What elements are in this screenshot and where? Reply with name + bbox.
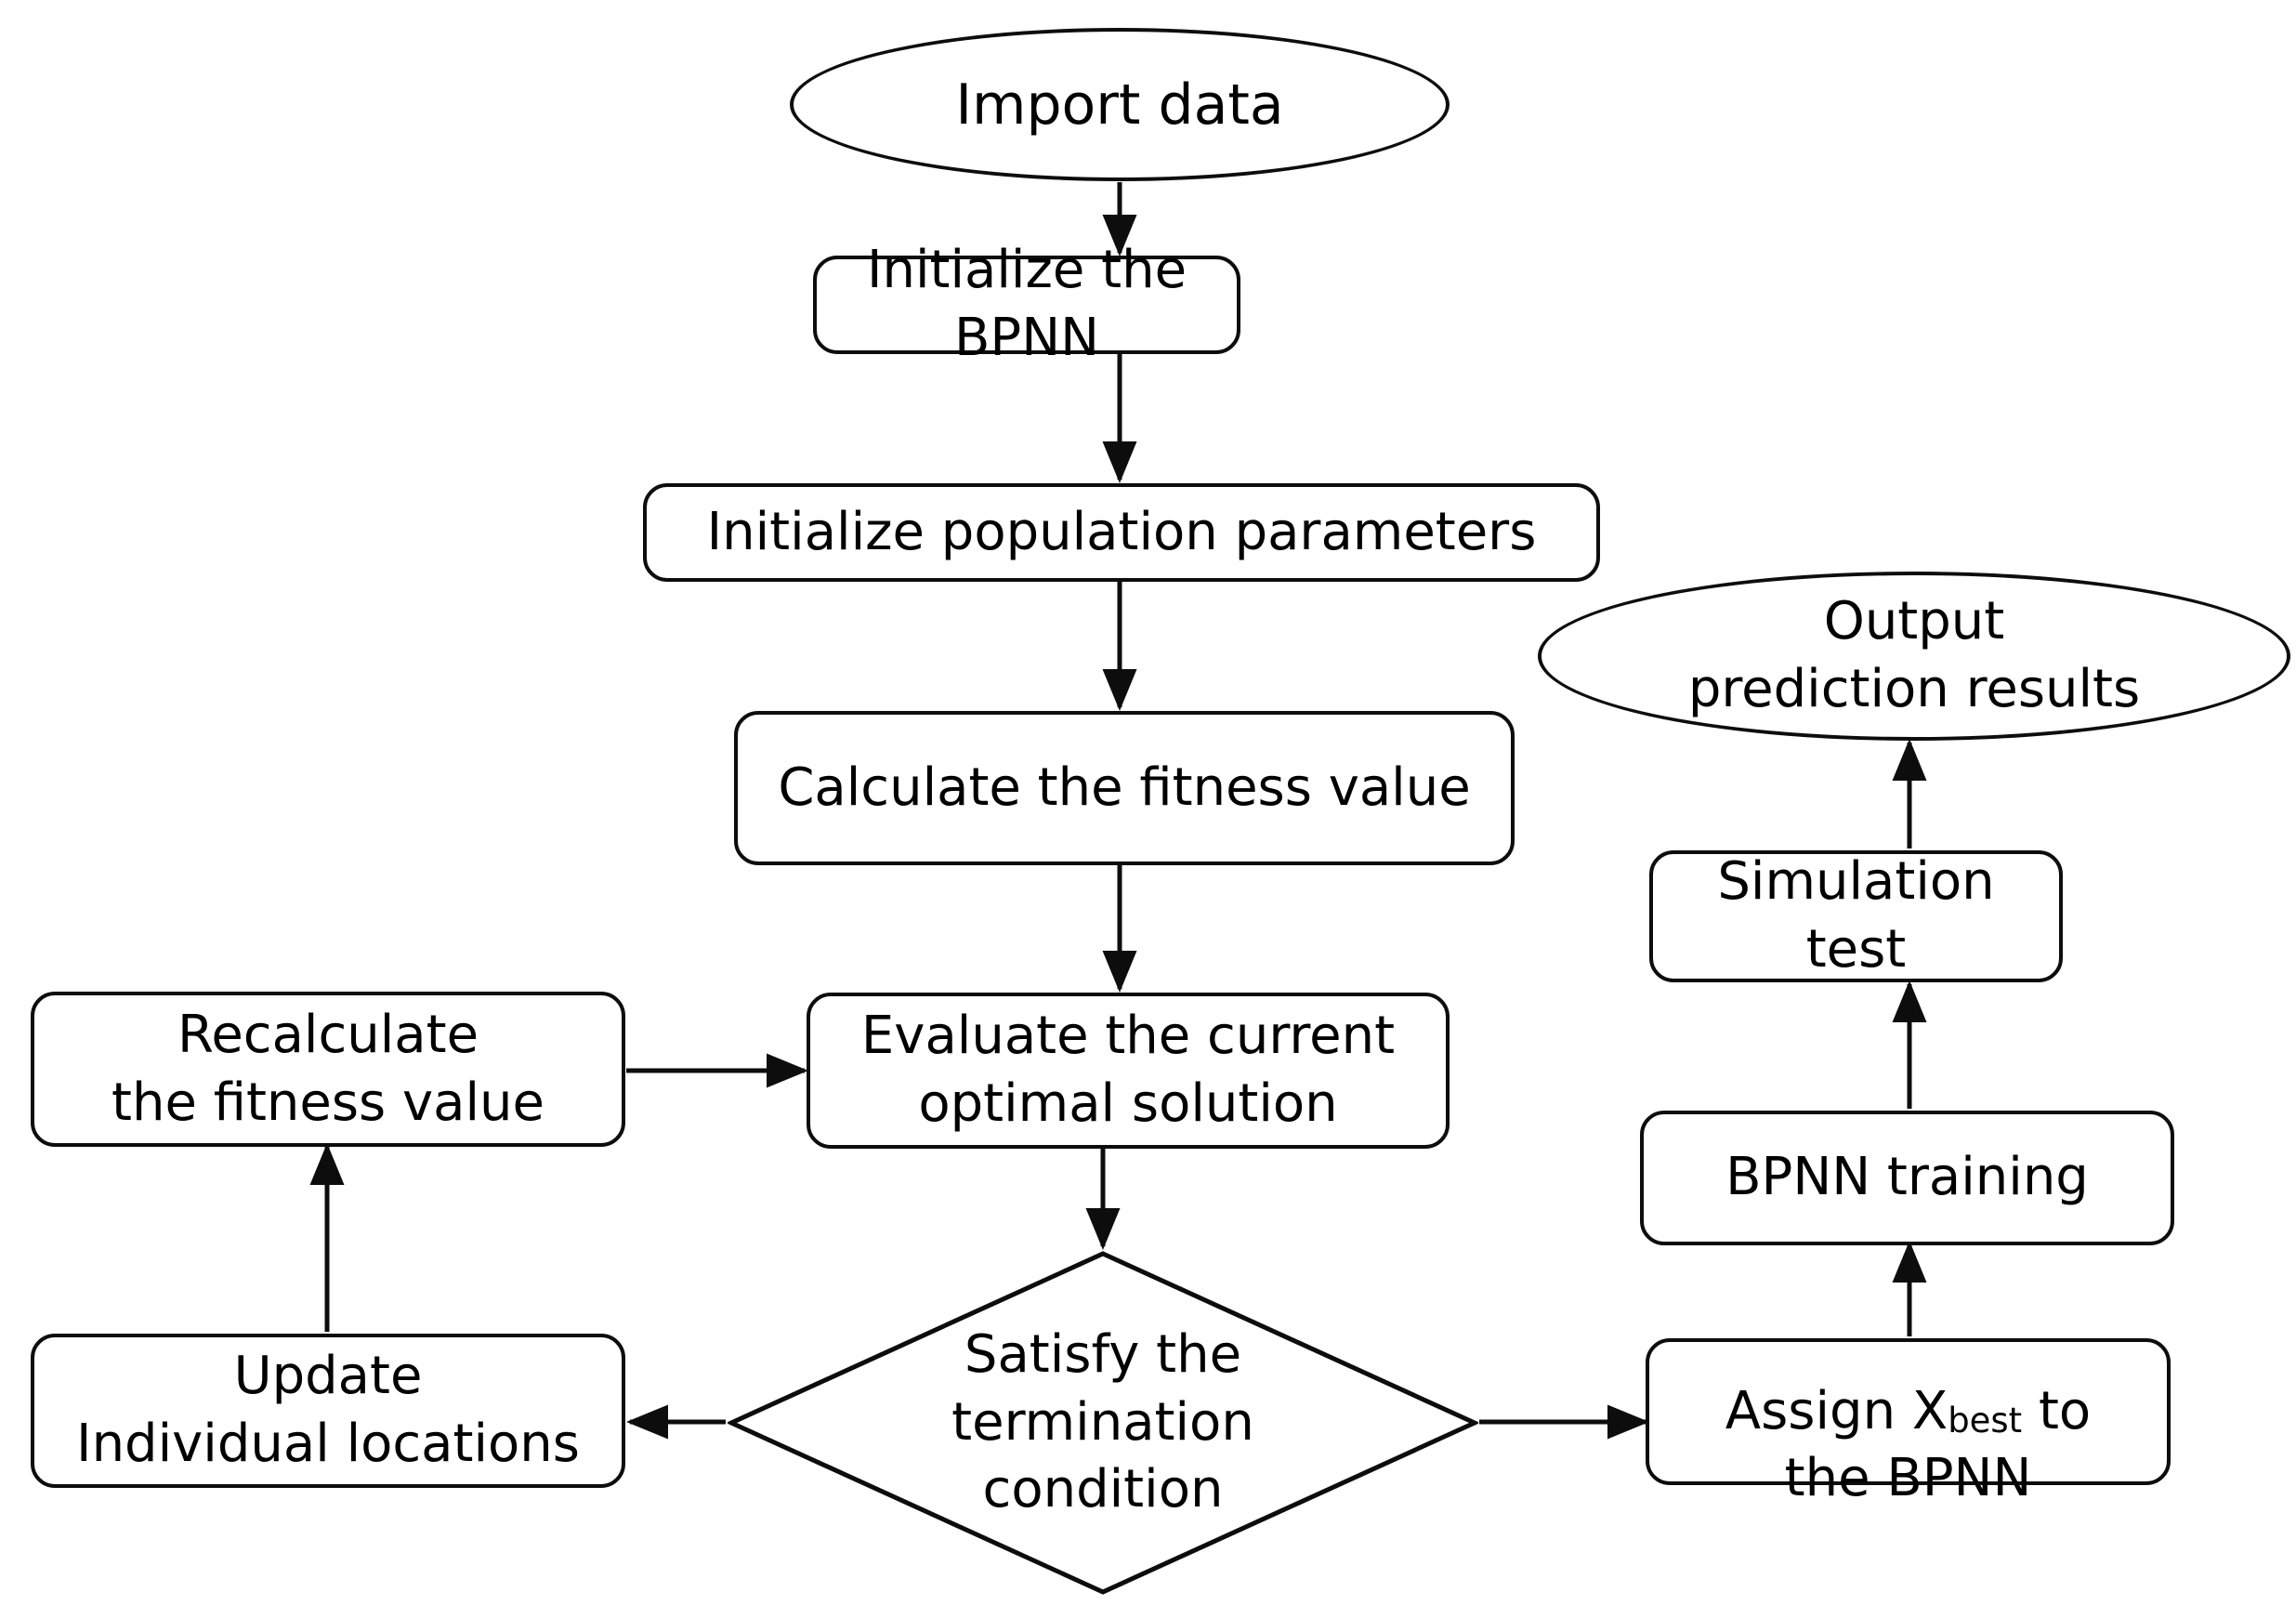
node-bpnn-training[interactable]: BPNN training [1640, 1111, 2174, 1245]
node-simulation-test-label: Simulation test [1717, 851, 1995, 980]
node-assign-xbest-to-bpnn[interactable]: Assign Xbest to the BPNN [1646, 1338, 2171, 1508]
node-termination-decision-label: Satisfy the termination condition [951, 1323, 1254, 1520]
node-output-prediction-results-label: Output prediction results [1687, 591, 2141, 719]
decision-diamond-shape [728, 1250, 1478, 1596]
node-calculate-fitness-value[interactable]: Calculate the fitness value [734, 711, 1515, 865]
assign-xbest-suffix: to the BPNN [1784, 1380, 2092, 1509]
node-initialize-bpnn-label: Initialize the BPNN [866, 240, 1187, 368]
node-import-data-label: Import data [955, 72, 1284, 138]
node-assign-xbest-to-bpnn-label: Assign Xbest to the BPNN [1649, 1310, 2167, 1513]
node-output-prediction-results[interactable]: Output prediction results [1538, 572, 2290, 741]
node-bpnn-training-label: BPNN training [1725, 1147, 2089, 1208]
node-initialize-population-parameters-label: Initialize population parameters [706, 501, 1537, 562]
assign-xbest-subscript: best [1948, 1401, 2023, 1441]
node-termination-decision[interactable]: Satisfy the termination condition [728, 1250, 1478, 1596]
node-update-individual-locations-label: Update Individual locations [76, 1346, 580, 1474]
node-evaluate-optimal-solution-label: Evaluate the current optimal solution [860, 1006, 1396, 1134]
node-recalculate-fitness-value[interactable]: Recalculate the fitness value [31, 992, 625, 1147]
node-evaluate-optimal-solution[interactable]: Evaluate the current optimal solution [807, 993, 1450, 1149]
node-simulation-test[interactable]: Simulation test [1649, 850, 2063, 982]
node-initialize-bpnn[interactable]: Initialize the BPNN [813, 240, 1240, 368]
node-import-data[interactable]: Import data [790, 28, 1450, 181]
node-initialize-population-parameters[interactable]: Initialize population parameters [643, 483, 1600, 582]
node-update-individual-locations[interactable]: Update Individual locations [31, 1334, 625, 1488]
node-calculate-fitness-value-label: Calculate the fitness value [778, 756, 1471, 818]
node-recalculate-fitness-value-label: Recalculate the fitness value [112, 1004, 544, 1133]
assign-xbest-prefix: Assign X [1725, 1380, 1948, 1441]
